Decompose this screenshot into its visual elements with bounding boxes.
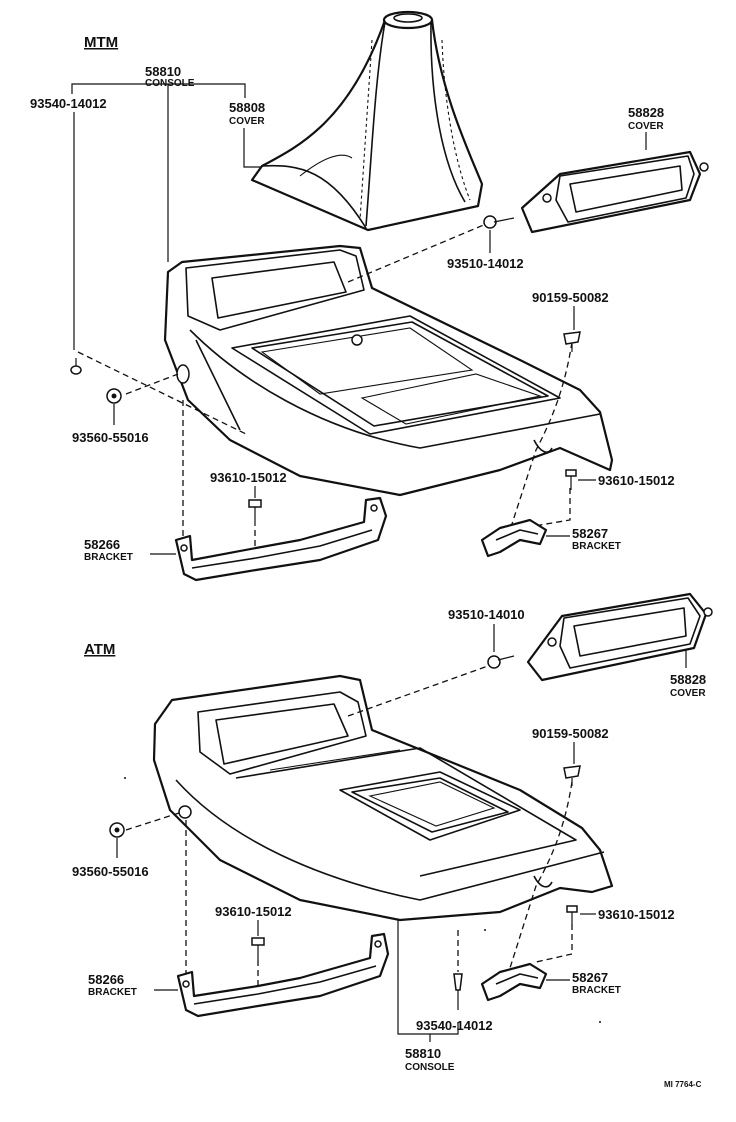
atm-console-part-name: CONSOLE [405, 1062, 455, 1073]
align-line-6 [533, 488, 571, 527]
ashtray-cover [520, 150, 709, 234]
atm-bracket-right-part-number: 58267 [572, 970, 608, 985]
bracket-left-mtm [174, 496, 388, 582]
atm-align-line-1 [347, 665, 489, 717]
atm-heading: ATM [84, 641, 115, 658]
atm-bracket-right-part-name: BRACKET [572, 985, 621, 996]
bolt-left-mtm [248, 499, 262, 526]
console-mtm [163, 244, 614, 497]
align-line-2 [347, 223, 487, 283]
screw-top-part-number: 93540-14012 [30, 96, 107, 111]
bracket-right-part-name: BRACKET [572, 541, 621, 552]
atm-screw-bottom-part-number: 93540-14012 [416, 1018, 493, 1033]
atm-clip [563, 765, 581, 786]
drawing-reference: MI 7764-C [664, 1080, 702, 1089]
cover-boot-leader [243, 128, 262, 168]
atm-console-part-number: 58810 [405, 1046, 441, 1061]
screw-side-part-number: 93560-55016 [72, 430, 149, 445]
atm-cover-tray-part-name: COVER [670, 688, 706, 699]
atm-screw-cover-part-number: 93510-14010 [448, 607, 525, 622]
console-part-name: CONSOLE [145, 78, 195, 89]
cover-tray-part-number: 58828 [628, 105, 664, 120]
bolt-right-mtm [565, 469, 596, 490]
atm-screw-cover [487, 655, 515, 669]
atm-screw-side [109, 822, 125, 858]
atm-bracket-left-part-name: BRACKET [88, 987, 137, 998]
atm-ashtray-cover [526, 592, 713, 682]
bracket-left-part-name: BRACKET [84, 552, 133, 563]
atm-screw-side-part-number: 93560-55016 [72, 864, 149, 879]
atm-bolt-left [251, 937, 265, 960]
screw-side-mtm [106, 388, 122, 425]
cover-boot-part-number: 58808 [229, 100, 265, 115]
bracket-left-part-number: 58266 [84, 537, 120, 552]
atm-section: ATM 93510-14010 58828 COVER [72, 592, 713, 1073]
atm-cover-tray-part-number: 58828 [670, 672, 706, 687]
atm-align-line-4 [509, 781, 573, 969]
atm-bolt-right-part-number: 93610-15012 [598, 907, 675, 922]
mtm-section: MTM 58810 CONSOLE 93540-14012 58808 COVE… [30, 10, 709, 582]
align-line-7 [125, 373, 179, 395]
align-line-1 [77, 351, 247, 435]
clip-mtm [563, 331, 581, 352]
bracket-right-part-number: 58267 [572, 526, 608, 541]
screw-cover-part-number: 93510-14012 [447, 256, 524, 271]
bolt-right-part-number: 93610-15012 [598, 473, 675, 488]
bolt-left-part-number: 93610-15012 [210, 470, 287, 485]
screw-top-mtm [70, 358, 82, 375]
atm-console-label-bracket [397, 920, 459, 1035]
atm-clip-part-number: 90159-50082 [532, 726, 609, 741]
atm-bolt-left-part-number: 93610-15012 [215, 904, 292, 919]
atm-screw-bottom [453, 973, 463, 1010]
console-label-bracket [71, 83, 246, 98]
cover-tray-part-name: COVER [628, 121, 664, 132]
atm-bolt-right [566, 905, 596, 924]
scan-specks [124, 777, 601, 1023]
shift-boot [250, 10, 484, 232]
atm-align-line-6 [535, 924, 573, 963]
screw-cover-mtm [483, 215, 515, 253]
atm-bracket-right [480, 962, 548, 1002]
align-line-4 [509, 341, 573, 531]
cover-boot-part-name: COVER [229, 116, 265, 127]
console-atm [152, 674, 614, 922]
bracket-right-mtm [480, 518, 548, 558]
mtm-heading: MTM [84, 34, 118, 51]
clip-part-number: 90159-50082 [532, 290, 609, 305]
atm-bracket-left [176, 932, 390, 1018]
console-part-number: 58810 [145, 64, 181, 79]
atm-bracket-left-part-number: 58266 [88, 972, 124, 987]
